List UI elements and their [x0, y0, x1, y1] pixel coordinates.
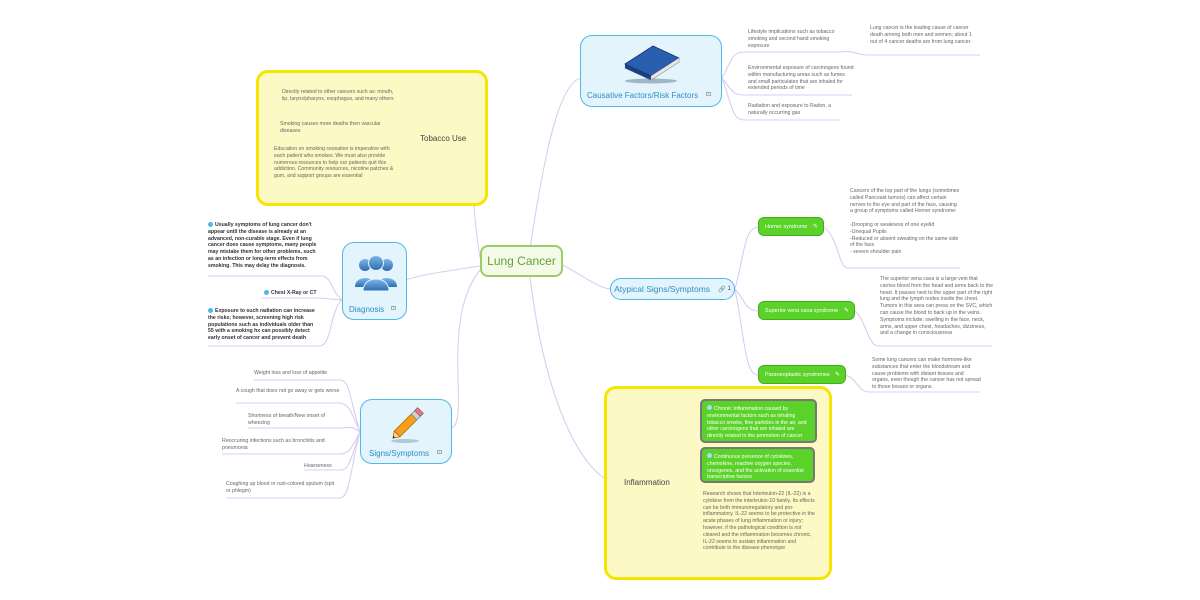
book-icon — [624, 45, 680, 84]
symptom-item-3[interactable]: Shortness of breath/New onset of wheezin… — [248, 413, 325, 426]
inflammation-item-3[interactable]: Research shows that Interleukin-22 (IL-2… — [703, 491, 815, 552]
link-causative-items — [721, 51, 745, 121]
symptom-item-4[interactable]: Reoccuring infections such as bronchitis… — [222, 438, 325, 451]
causative-item-3[interactable]: Radiation and exposure to Radon, a natur… — [748, 103, 832, 116]
info-dot-icon — [707, 453, 712, 458]
inflammation-topic[interactable]: Inflammation — [624, 478, 670, 487]
tobacco-item-1[interactable]: Directly related to other cancers such a… — [282, 89, 394, 102]
note-icon: ✎ — [834, 372, 840, 378]
causative-item-2[interactable]: Environmental exposure of carcinogens fo… — [748, 65, 854, 92]
link-atypical — [562, 264, 613, 290]
diagnosis-item-2[interactable]: Chest X-Ray or CT — [264, 290, 324, 297]
causative-label: Causative Factors/Risk Factors — [587, 91, 699, 100]
diagnosis-topic[interactable]: Diagnosis ⊡ — [342, 242, 407, 320]
causative-topic[interactable]: Causative Factors/Risk Factors ⊡ — [580, 35, 722, 107]
info-dot-icon — [707, 405, 712, 410]
horner-syndrome-node[interactable]: Horner syndrome ✎ — [758, 217, 824, 236]
tobacco-use-topic[interactable]: Tobacco Use — [420, 134, 467, 143]
info-dot-icon — [208, 308, 213, 314]
symptoms-topic[interactable]: Signs/Symptoms ⊡ — [360, 399, 452, 464]
atypical-label: Atypical Signs/Symptoms — [614, 284, 711, 294]
symptom-item-2[interactable]: A cough that does not go away or gets wo… — [236, 388, 340, 394]
link-icon: 🔗 — [718, 286, 726, 293]
atypical-topic[interactable]: Atypical Signs/Symptoms 🔗 1 — [610, 278, 735, 300]
inflammation-item-2[interactable]: Continuous presence of cytokines, chemok… — [700, 447, 815, 483]
central-topic[interactable]: Lung Cancer — [480, 245, 563, 277]
info-dot-icon — [208, 222, 213, 228]
diagnosis-item-3[interactable]: Exposure to such radiation can increase … — [208, 308, 315, 342]
note-icon: ✎ — [812, 224, 818, 230]
note-icon: ✎ — [843, 308, 849, 314]
symptom-item-5[interactable]: Hoarseness — [304, 463, 332, 469]
link-atypical-items — [734, 226, 759, 376]
diagnosis-label: Diagnosis — [349, 305, 385, 314]
link-symptoms-items — [339, 379, 361, 499]
info-dot-icon — [264, 290, 269, 296]
symptom-item-1[interactable]: Weight loss and loss of appetite — [254, 370, 328, 376]
causative-sub-item[interactable]: Lung cancer is the leading cause of canc… — [870, 25, 972, 45]
link-diagnosis — [405, 265, 481, 281]
inflammation-item-1[interactable]: Chronic Inflammation caused by environme… — [700, 399, 817, 443]
link-inflammation — [529, 276, 613, 483]
symptom-item-6[interactable]: Coughing up blood or rust-colored sputum… — [226, 481, 335, 494]
link-symptoms — [451, 269, 481, 429]
image-attachment-icon: ⊡ — [437, 450, 443, 456]
horner-syndrome-note[interactable]: Cancers of the top part of the lungs (so… — [850, 188, 960, 256]
image-attachment-icon: ⊡ — [706, 92, 712, 98]
image-attachment-icon: ⊡ — [391, 306, 397, 312]
link-diagnosis-items — [319, 275, 343, 347]
link-count: 1 — [727, 286, 731, 292]
pencil-icon — [391, 407, 424, 443]
diagnosis-item-1[interactable]: Usually symptoms of lung cancer don't ap… — [208, 222, 317, 269]
causative-item-1[interactable]: Lifestyle implications such as tobacco s… — [748, 29, 835, 49]
tobacco-highlight-box — [256, 70, 488, 206]
paraneoplastic-syndromes-node[interactable]: Paraneoplastic syndromes ✎ — [758, 365, 846, 384]
symptoms-label: Signs/Symptoms — [369, 449, 430, 458]
people-icon — [355, 255, 397, 292]
tobacco-item-3[interactable]: Education on smoking cessation is impera… — [274, 146, 394, 180]
paraneoplastic-note[interactable]: Some lung cancers can make hormone-like … — [872, 357, 981, 391]
svc-syndrome-note[interactable]: The superior vena cava is a large vein t… — [880, 276, 994, 337]
link-causative — [529, 77, 583, 249]
svc-syndrome-node[interactable]: Superior vena cava syndrome ✎ — [758, 301, 855, 320]
central-topic-label: Lung Cancer — [487, 254, 556, 268]
tobacco-item-2[interactable]: Smoking causes more deaths then vascular… — [280, 121, 381, 134]
